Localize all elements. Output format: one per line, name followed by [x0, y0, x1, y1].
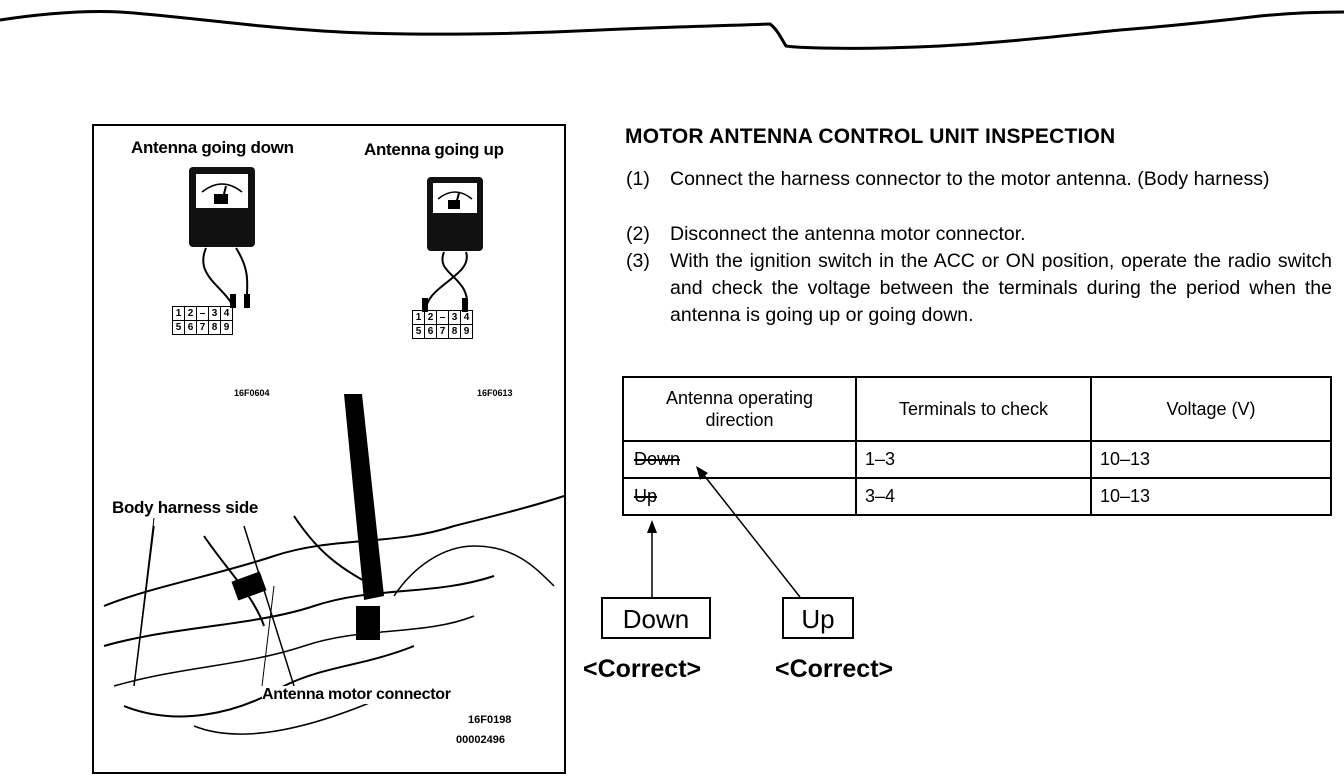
step-3: (3) With the ignition switch in the ACC … [626, 248, 1332, 329]
terminal-cell: 2 [184, 306, 197, 321]
table-row: Up 3–4 10–13 [622, 477, 1332, 516]
figure-code-photo-2: 00002496 [456, 734, 505, 746]
struck-direction-text: Up [634, 486, 658, 506]
correction-label-up: Up [782, 597, 854, 639]
cell-terminals: 1–3 [855, 440, 1092, 479]
voltmeter-down-icon [189, 167, 255, 247]
terminal-cell: 3 [208, 306, 221, 321]
terminal-cell: 1 [172, 306, 185, 321]
table-header-row: Antenna operating direction Terminals to… [622, 376, 1332, 442]
cell-direction: Down [622, 440, 857, 479]
cell-voltage: 10–13 [1090, 440, 1332, 479]
terminal-cell: 5 [172, 320, 185, 335]
connector-terminals-up: 1 2 – 3 4 5 6 7 8 9 [412, 310, 473, 339]
terminal-cell: – [436, 310, 449, 325]
step-2: (2) Disconnect the antenna motor connect… [626, 221, 1332, 248]
terminal-cell: 7 [436, 324, 449, 339]
figure-code-left: 16F0604 [234, 388, 270, 398]
table-row: Down 1–3 10–13 [622, 440, 1332, 479]
terminal-cell: 7 [196, 320, 209, 335]
step-number: (3) [626, 250, 650, 272]
step-number: (1) [626, 168, 650, 190]
terminal-cell: 8 [208, 320, 221, 335]
step-text: Connect the harness connector to the mot… [670, 168, 1270, 190]
terminal-cell: 6 [424, 324, 437, 339]
terminal-cell: 4 [460, 310, 473, 325]
terminal-cell: 1 [412, 310, 425, 325]
cell-terminals: 3–4 [855, 477, 1092, 516]
terminal-cell: 5 [412, 324, 425, 339]
step-1: (1) Connect the harness connector to the… [626, 166, 1332, 193]
terminal-cell: 3 [448, 310, 461, 325]
voltmeter-up-icon [427, 177, 483, 251]
torn-page-edge [0, 9, 1344, 50]
step-text: With the ignition switch in the ACC or O… [670, 250, 1332, 326]
correction-note-down: <Correct> [583, 655, 702, 683]
correction-note-up: <Correct> [775, 655, 894, 683]
section-title: MOTOR ANTENNA CONTROL UNIT INSPECTION [625, 125, 1116, 148]
label-body-harness-side: Body harness side [112, 498, 259, 518]
label-antenna-going-up: Antenna going up [364, 140, 504, 159]
terminal-cell: 2 [424, 310, 437, 325]
step-number: (2) [626, 223, 650, 245]
connector-terminals-down: 1 2 – 3 4 5 6 7 8 9 [172, 306, 233, 335]
cell-voltage: 10–13 [1090, 477, 1332, 516]
terminal-cell: 9 [220, 320, 233, 335]
terminal-cell: 9 [460, 324, 473, 339]
terminal-cell: 8 [448, 324, 461, 339]
inspection-figure: Antenna going down Antenna going up 1 2 … [92, 124, 566, 774]
terminal-cell: – [196, 306, 209, 321]
terminal-cell: 4 [220, 306, 233, 321]
step-text: Disconnect the antenna motor connector. [670, 223, 1026, 245]
header-voltage: Voltage (V) [1090, 376, 1332, 442]
header-direction: Antenna operating direction [622, 376, 857, 442]
header-terminals: Terminals to check [855, 376, 1092, 442]
wiring-sketch [103, 247, 565, 735]
label-antenna-motor-connector: Antenna motor connector [262, 686, 451, 704]
label-antenna-going-down: Antenna going down [131, 138, 294, 157]
terminal-cell: 6 [184, 320, 197, 335]
figure-code-right: 16F0613 [477, 388, 513, 398]
voltage-table: Antenna operating direction Terminals to… [622, 376, 1332, 516]
struck-direction-text: Down [634, 449, 681, 469]
figure-code-photo-1: 16F0198 [468, 714, 512, 726]
cell-direction: Up [622, 477, 857, 516]
correction-label-down: Down [601, 597, 711, 639]
